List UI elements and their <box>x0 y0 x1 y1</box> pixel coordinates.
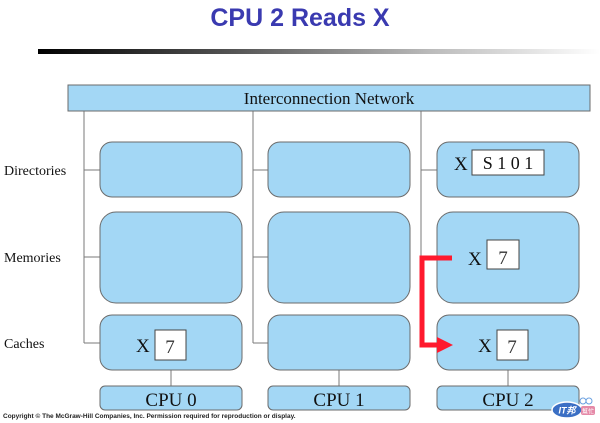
dir-cpu2-value-box <box>471 149 545 176</box>
watermark-main-text: IT邦 <box>559 406 578 416</box>
mem-cpu2-value: 7 <box>498 248 508 269</box>
memory-cpu0 <box>99 211 243 304</box>
transfer-arrow-path <box>419 255 452 348</box>
dir-cpu2-var: X <box>454 154 468 175</box>
row-label-directories: Directories <box>4 164 66 179</box>
cpu2-label: CPU 2 <box>482 390 533 411</box>
cpu2-box <box>436 385 580 411</box>
cache-cpu2-value-box <box>496 329 529 361</box>
mem-cpu2-value-box <box>486 239 520 270</box>
directory-cpu1 <box>267 141 411 198</box>
cache-cpu2-var: X <box>478 336 492 357</box>
cpu1-box <box>267 385 411 411</box>
cache-cpu0-value: 7 <box>165 337 175 358</box>
cache-cpu0-var: X <box>136 336 150 357</box>
dir-cpu2-value: S 1 0 1 <box>483 153 534 173</box>
itbang-watermark-icon: IT邦 幫忙 <box>551 397 595 419</box>
directory-cpu0 <box>99 141 243 198</box>
row-label-caches: Caches <box>4 337 44 352</box>
memory-cpu1 <box>267 211 411 304</box>
cpu0-label: CPU 0 <box>145 390 196 411</box>
watermark-side-text: 幫忙 <box>582 408 594 416</box>
row-label-memories: Memories <box>4 251 61 266</box>
copyright-footer: Copyright © The McGraw-Hill Companies, I… <box>3 413 296 420</box>
mem-cpu2-var: X <box>468 249 482 270</box>
cache-cpu0-value-box <box>154 329 187 361</box>
interconnection-network <box>67 84 591 112</box>
network-label: Interconnection Network <box>244 89 415 108</box>
cache-cpu2-value: 7 <box>507 337 517 358</box>
transfer-arrow <box>419 255 453 353</box>
cpu1-label: CPU 1 <box>313 390 364 411</box>
slide-title: CPU 2 Reads X <box>210 4 390 32</box>
title-divider <box>38 49 600 54</box>
cpu0-box <box>99 385 243 411</box>
cache-cpu1 <box>267 314 411 371</box>
transfer-arrow-head <box>437 337 453 353</box>
